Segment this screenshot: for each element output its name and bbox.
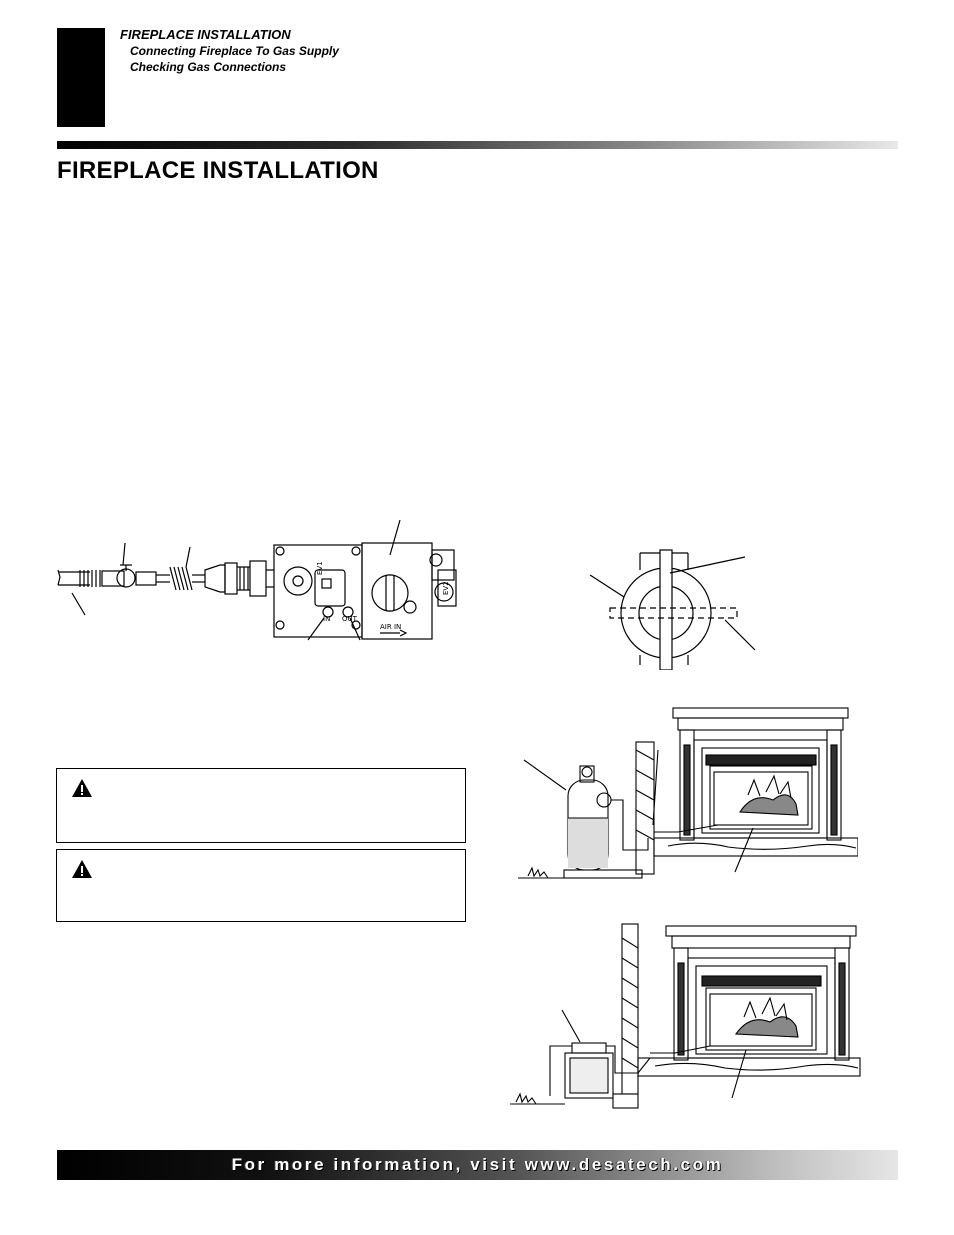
- header-subtitle-1: Connecting Fireplace To Gas Supply: [130, 44, 339, 58]
- valve-handle-diagram: [589, 549, 756, 670]
- flex-pipe-ribs: [79, 570, 101, 587]
- valve-label-ev1: EV1: [316, 561, 324, 575]
- header-section-title: FIREPLACE INSTALLATION: [120, 27, 291, 42]
- warning-box-2: [56, 849, 466, 922]
- valve-label-in: IN: [323, 615, 330, 623]
- header-black-tab: [57, 28, 105, 127]
- valve-connection-diagram: EV1 IN OUT AIR IN EV2: [57, 519, 457, 641]
- underground-tank-installation-diagram: [510, 923, 861, 1109]
- warning-box-1: [56, 768, 466, 843]
- pipe-corrugation: [239, 567, 249, 590]
- warning-triangle-icon: [72, 779, 92, 797]
- valve-label-out: OUT: [342, 615, 358, 623]
- valve-label-ev2: EV2: [442, 581, 450, 595]
- warning-triangle-icon: [72, 860, 92, 878]
- footer-text[interactable]: For more information, visit www.desatech…: [231, 1155, 724, 1174]
- header-gradient-rule: [57, 141, 898, 149]
- page-title: FIREPLACE INSTALLATION: [57, 157, 379, 184]
- lp-tank-installation-diagram: [518, 707, 858, 879]
- footer-bar: For more information, visit www.desatech…: [57, 1150, 898, 1180]
- header-subtitle-2: Checking Gas Connections: [130, 60, 287, 74]
- valve-label-air-in: AIR IN: [380, 623, 401, 631]
